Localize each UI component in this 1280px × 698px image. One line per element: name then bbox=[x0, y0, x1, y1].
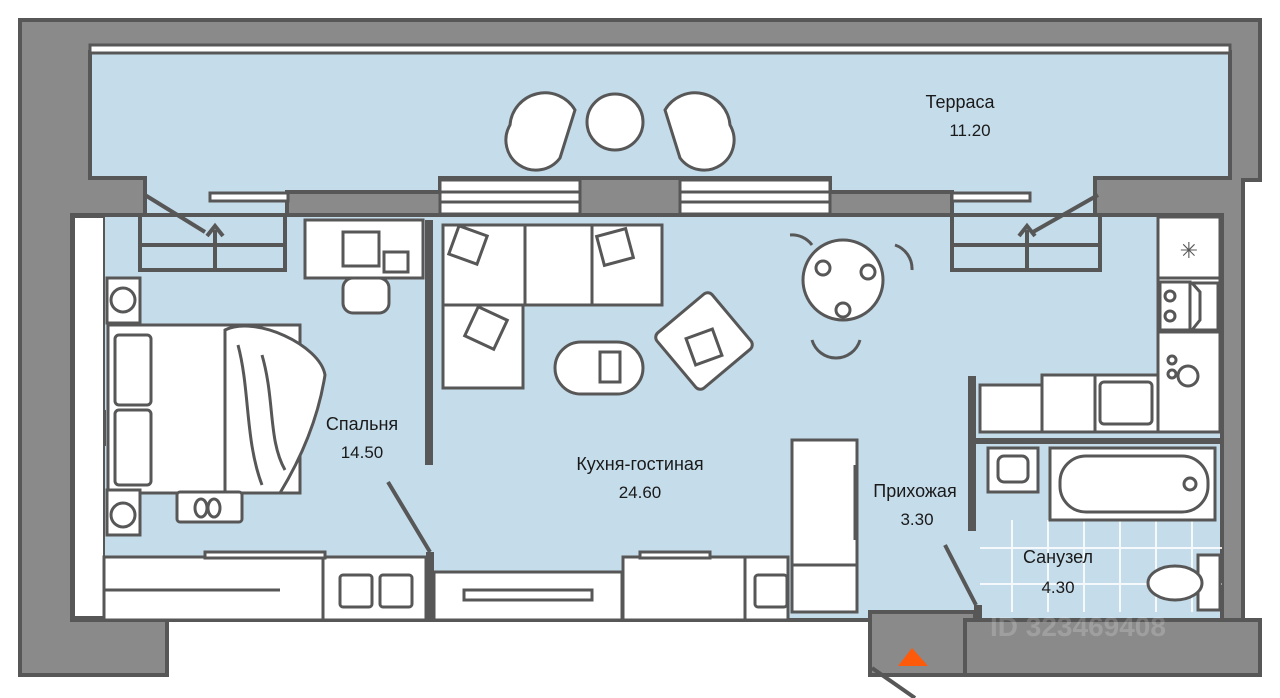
room-label-terrace: Терраса bbox=[925, 92, 995, 112]
nightstands bbox=[105, 276, 244, 537]
room-label-kitchen-living: Кухня-гостиная bbox=[576, 454, 703, 474]
room-area-bathroom: 4.30 bbox=[1041, 578, 1074, 597]
terrace-furniture bbox=[504, 91, 736, 172]
dining-set bbox=[789, 233, 914, 360]
bed bbox=[106, 323, 327, 495]
bedroom-door bbox=[386, 480, 432, 554]
balcony-door-left bbox=[138, 193, 287, 272]
room-area-terrace: 11.20 bbox=[949, 121, 990, 140]
sofa bbox=[441, 223, 664, 390]
entrance-door bbox=[870, 666, 917, 698]
room-label-bathroom: Санузел bbox=[1023, 547, 1093, 567]
armchair bbox=[654, 291, 754, 391]
bedroom-closet-left bbox=[73, 216, 105, 618]
bedroom-wardrobe bbox=[102, 550, 428, 622]
coffee-table bbox=[553, 340, 645, 396]
room-area-hallway: 3.30 bbox=[900, 510, 933, 529]
bathroom-door-jamb bbox=[974, 605, 982, 620]
room-label-hallway: Прихожая bbox=[873, 481, 956, 501]
balcony-door-right bbox=[950, 193, 1102, 272]
terrace-railing bbox=[88, 43, 1232, 55]
room-area-kitchen-living: 24.60 bbox=[619, 483, 662, 502]
watermark: ID 323469408 bbox=[990, 611, 1166, 642]
desk bbox=[303, 218, 425, 315]
freezer-icon: ✳ bbox=[1180, 239, 1198, 264]
entrance-arrow-icon bbox=[898, 648, 928, 666]
room-area-bedroom: 14.50 bbox=[341, 443, 384, 462]
kitchen bbox=[978, 215, 1222, 434]
windows bbox=[208, 178, 1032, 216]
room-label-bedroom: Спальня bbox=[326, 414, 398, 434]
hallway-wardrobe bbox=[621, 438, 859, 622]
bedroom-door-jamb bbox=[426, 552, 434, 620]
bathroom-fixtures bbox=[986, 446, 1222, 612]
terrace-floor bbox=[88, 50, 1232, 217]
bathroom-door bbox=[943, 544, 978, 606]
tv-stand bbox=[432, 570, 624, 622]
wall-bottom-right bbox=[963, 618, 1262, 677]
